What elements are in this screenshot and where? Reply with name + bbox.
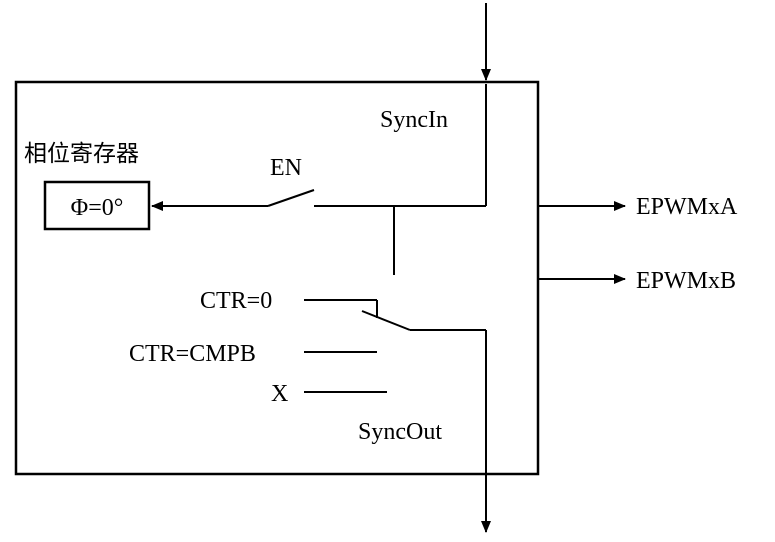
ctr-cmpb-label: CTR=CMPB xyxy=(129,341,256,367)
epwm-a-label: EPWMxA xyxy=(636,194,738,220)
syncout-label: SyncOut xyxy=(358,419,442,445)
syncin-label: SyncIn xyxy=(380,107,448,133)
phase-register-value: Φ=0° xyxy=(71,195,124,221)
x-input-label: X xyxy=(271,381,288,407)
syncout-selector-switch xyxy=(361,310,411,331)
en-switch-contact xyxy=(267,189,315,207)
ctr-zero-label: CTR=0 xyxy=(200,288,272,314)
epwm-b-label: EPWMxB xyxy=(636,268,736,294)
phase-register-box xyxy=(43,180,151,231)
en-label: EN xyxy=(270,155,302,181)
phase-register-title: 相位寄存器 xyxy=(24,141,139,167)
